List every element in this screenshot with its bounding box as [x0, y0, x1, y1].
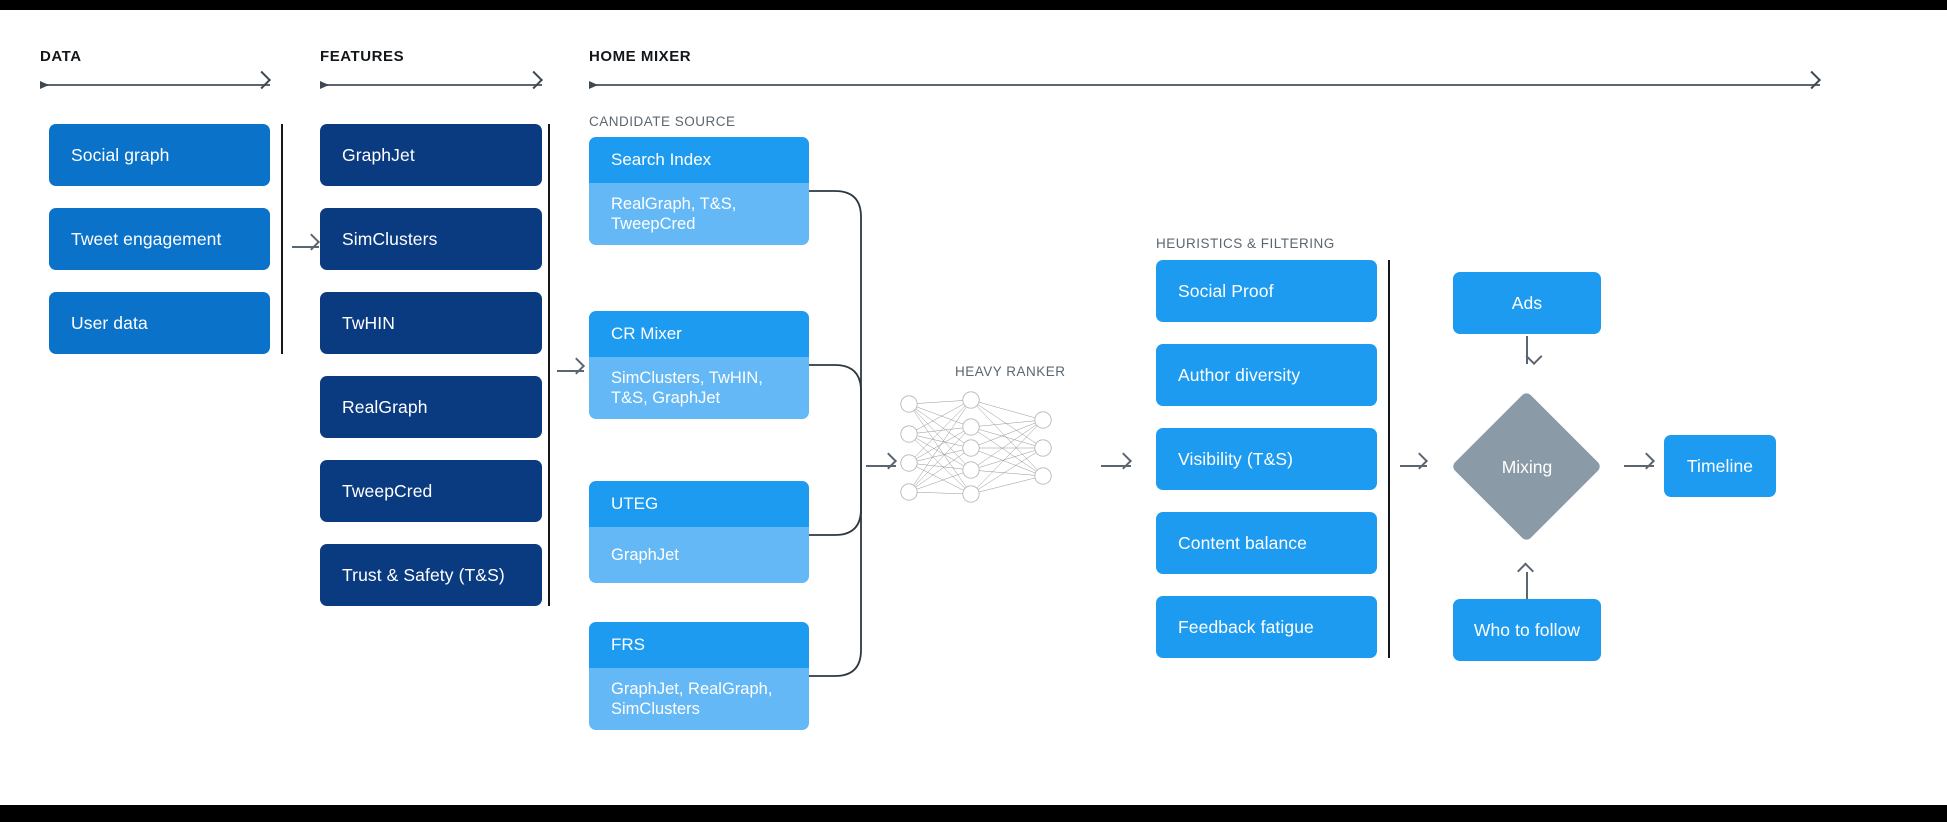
candidate-card-detail: GraphJet — [589, 527, 809, 583]
data-card-user-data[interactable]: User data — [49, 292, 270, 354]
candidate-card-frs[interactable]: FRS GraphJet, RealGraph, SimClusters — [589, 622, 809, 730]
mixing-label: Mixing — [1501, 456, 1553, 477]
stage-header-home-mixer: HOME MIXER — [589, 48, 692, 65]
arrow-mixing-to-timeline — [1624, 465, 1654, 467]
feature-card-tweepcred[interactable]: TweepCred — [320, 460, 542, 522]
arrow-ads-to-mixing — [1526, 336, 1528, 364]
section-label-heuristics: HEURISTICS & FILTERING — [1156, 236, 1335, 251]
candidate-card-detail: GraphJet, RealGraph, SimClusters — [589, 668, 809, 730]
divider-after-heuristics — [1388, 260, 1390, 658]
candidate-card-title: CR Mixer — [589, 311, 809, 357]
feature-card-label: SimClusters — [342, 228, 438, 249]
stage-rule-features — [320, 80, 542, 89]
section-label-heavy-ranker: HEAVY RANKER — [955, 364, 1066, 379]
arrow-features-to-candidates — [557, 370, 584, 372]
stage-header-data: DATA — [40, 48, 82, 65]
heuristic-card-content-balance[interactable]: Content balance — [1156, 512, 1377, 574]
heuristic-card-feedback-fatigue[interactable]: Feedback fatigue — [1156, 596, 1377, 658]
divider-after-features — [548, 124, 550, 606]
arrow-data-to-features — [292, 246, 319, 248]
feature-card-label: GraphJet — [342, 144, 415, 165]
heavy-ranker-neural-network — [900, 391, 1052, 503]
feature-card-label: Trust & Safety (T&S) — [342, 564, 505, 585]
output-card-ads[interactable]: Ads — [1453, 272, 1601, 334]
heuristic-card-label: Visibility (T&S) — [1178, 448, 1294, 469]
stage-header-features: FEATURES — [320, 48, 405, 65]
feature-card-label: RealGraph — [342, 396, 428, 417]
stage-rule-home-mixer — [589, 80, 1820, 89]
heuristic-card-social-proof[interactable]: Social Proof — [1156, 260, 1377, 322]
diagram-canvas: DATA FEATURES HOME MIXER CANDIDATE SOURC… — [0, 10, 1947, 805]
candidate-card-uteg[interactable]: UTEG GraphJet — [589, 481, 809, 583]
heuristic-card-label: Feedback fatigue — [1178, 616, 1314, 637]
heuristic-card-author-diversity[interactable]: Author diversity — [1156, 344, 1377, 406]
section-label-candidate-source: CANDIDATE SOURCE — [589, 114, 736, 129]
feature-card-twhin[interactable]: TwHIN — [320, 292, 542, 354]
arrow-heuristics-to-mixing — [1400, 465, 1427, 467]
arrow-ranker-to-heuristics — [1101, 465, 1131, 467]
divider-after-data — [281, 124, 283, 354]
feature-card-simclusters[interactable]: SimClusters — [320, 208, 542, 270]
candidate-card-title: Search Index — [589, 137, 809, 183]
data-card-label: User data — [71, 312, 148, 333]
feature-card-graphjet[interactable]: GraphJet — [320, 124, 542, 186]
data-card-social-graph[interactable]: Social graph — [49, 124, 270, 186]
heuristic-card-label: Author diversity — [1178, 364, 1301, 385]
candidate-card-title: FRS — [589, 622, 809, 668]
candidate-card-search-index[interactable]: Search Index RealGraph, T&S, TweepCred — [589, 137, 809, 245]
data-card-label: Social graph — [71, 144, 170, 165]
candidate-card-detail: SimClusters, TwHIN, T&S, GraphJet — [589, 357, 809, 419]
candidate-card-title: UTEG — [589, 481, 809, 527]
stage-rule-data — [40, 80, 270, 89]
feature-card-trust-safety[interactable]: Trust & Safety (T&S) — [320, 544, 542, 606]
candidate-card-detail: RealGraph, T&S, TweepCred — [589, 183, 809, 245]
output-card-label: Who to follow — [1473, 619, 1581, 640]
feature-card-label: TwHIN — [342, 312, 395, 333]
feature-card-label: TweepCred — [342, 480, 433, 501]
output-card-who-to-follow[interactable]: Who to follow — [1453, 599, 1601, 661]
output-card-label: Timeline — [1686, 455, 1754, 476]
data-card-tweet-engagement[interactable]: Tweet engagement — [49, 208, 270, 270]
output-card-timeline[interactable]: Timeline — [1664, 435, 1776, 497]
feature-card-realgraph[interactable]: RealGraph — [320, 376, 542, 438]
arrow-candidates-to-ranker — [866, 465, 896, 467]
heuristic-card-label: Social Proof — [1178, 280, 1274, 301]
heuristic-card-visibility[interactable]: Visibility (T&S) — [1156, 428, 1377, 490]
data-card-label: Tweet engagement — [71, 228, 222, 249]
candidate-card-cr-mixer[interactable]: CR Mixer SimClusters, TwHIN, T&S, GraphJ… — [589, 311, 809, 419]
output-card-label: Ads — [1511, 292, 1543, 313]
heuristic-card-label: Content balance — [1178, 532, 1307, 553]
arrow-who-to-follow-to-mixing — [1526, 572, 1528, 600]
